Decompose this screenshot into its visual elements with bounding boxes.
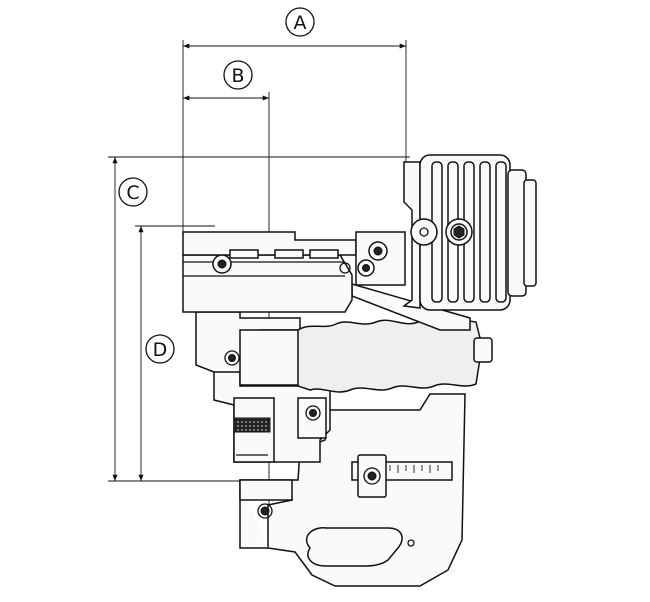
lower-frame [239,393,466,587]
dimension-a-circle [285,7,315,37]
clamp-block [213,369,331,463]
dimension-b-label: B [231,65,244,87]
bracket-screw-icon [228,354,236,362]
handle-grip [239,319,493,393]
adjust-knob-icon [419,227,429,237]
table-knob-icon [217,259,227,269]
dimension-b-circle [223,60,253,90]
base-table [182,231,357,313]
clamp-screw-icon [309,409,317,417]
handle-end-cap [473,337,493,363]
table-slot-1 [229,249,259,259]
dimension-c-circle [118,177,148,207]
clamp-screw-outer [305,405,321,421]
adjust-knob-outer [410,218,438,246]
dimension-d-circle [145,334,175,364]
dimension-a-label: A [294,12,307,34]
table-slot-2 [274,249,304,259]
scale-knob-icon [367,471,377,481]
bracket-screw-outer [224,350,240,366]
dimension-a: A [182,7,407,232]
frame-screw-outer [257,503,273,519]
scale-knob-outer [363,467,381,485]
frame-hole [407,539,415,547]
knurled-wheel [233,417,271,433]
dimension-c: C [108,156,410,482]
handle-mount [239,329,303,386]
scale-ruler [351,454,453,498]
table-pin-icon [339,262,351,274]
dimension-d-label: D [153,339,168,361]
motor-housing [355,154,537,311]
dimension-c-label: C [126,182,139,204]
table-slot-3 [309,249,339,259]
dimension-d: D [135,225,215,481]
motor-end-cap [523,179,537,287]
link-screw2-icon [362,264,370,272]
frame-tab [239,479,293,501]
frame-screw-icon [260,506,270,516]
clamp-side-plate [297,397,327,439]
link-screw-icon [373,246,383,256]
hex-socket-icon [453,225,465,239]
frame-slot [305,527,403,567]
